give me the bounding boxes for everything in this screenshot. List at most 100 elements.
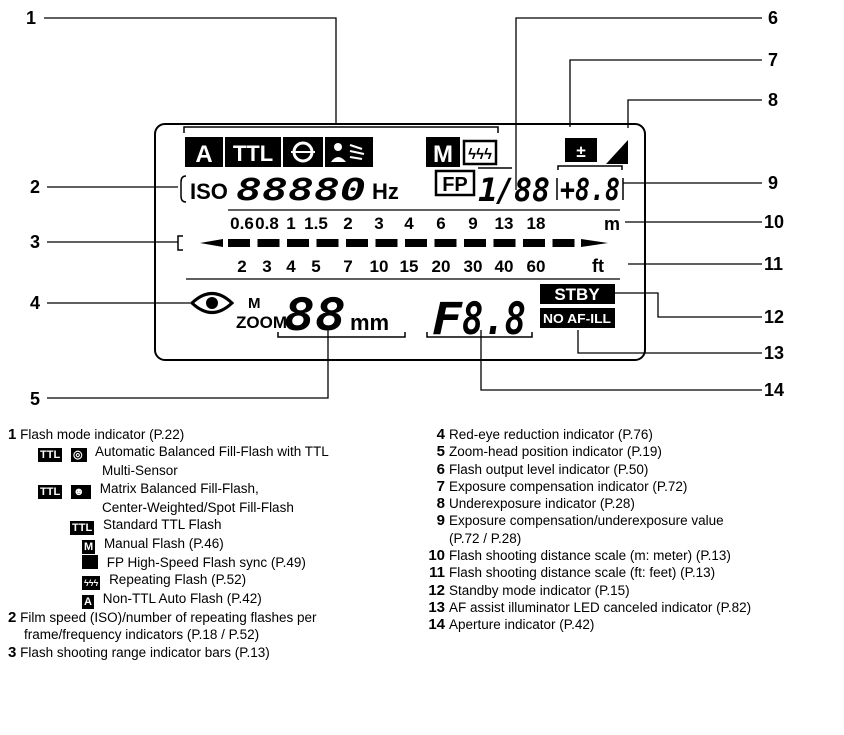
meter-tick: 1.5 — [304, 214, 328, 233]
meter-tick: 0.8 — [255, 214, 279, 233]
meter-tick: 2 — [343, 214, 352, 233]
fp-solid-icon — [82, 554, 98, 569]
iso-label: ISO — [190, 179, 228, 204]
meter-tick: 18 — [527, 214, 546, 233]
range-bar — [464, 239, 486, 247]
legend-text: Aperture indicator (P.42) — [449, 617, 595, 633]
legend-number: 14 — [428, 616, 445, 634]
ttl-mode-icon — [225, 137, 281, 167]
range-bar — [316, 239, 339, 247]
callout-5: 5 — [30, 389, 40, 409]
zoom-label: ZOOM — [236, 313, 287, 332]
auto-icon: A — [82, 595, 94, 610]
legend-text: Exposure compensation/underexposure valu… — [449, 513, 724, 529]
legend-sub-5: M Manual Flash (P.46) — [82, 535, 224, 554]
svg-text:ϟϟϟ: ϟϟϟ — [468, 146, 492, 163]
svg-text:±: ± — [576, 142, 585, 161]
meter-tick: 0.6 — [230, 214, 254, 233]
svg-text:FP: FP — [442, 174, 468, 196]
fp-icon — [434, 169, 476, 197]
svg-text:NO AF-ILL: NO AF-ILL — [543, 311, 611, 326]
feet-unit: ft — [592, 256, 604, 276]
red-eye-icon — [189, 292, 235, 314]
svg-text:M: M — [433, 141, 453, 168]
range-bar — [257, 239, 280, 247]
feet-tick: 4 — [286, 257, 296, 276]
iso-digits: 88880 — [236, 173, 366, 208]
manual-icon: M — [82, 539, 96, 554]
legend-number: 6 — [436, 460, 445, 478]
comp-value: +8.8 — [560, 173, 620, 208]
legend-sub-3: Center-Weighted/Spot Fill-Flash — [102, 499, 294, 515]
range-bar — [493, 239, 516, 247]
callout-3: 3 — [30, 232, 40, 252]
legend-text: Standby mode indicator (P.15) — [449, 582, 630, 598]
legend-sub-6: FP High-Speed Flash sync (P.49) — [8, 554, 418, 571]
hz-label: Hz — [372, 179, 399, 204]
legend-text: Zoom-head position indicator (P.19) — [449, 444, 662, 460]
meter-tick: 9 — [468, 214, 477, 233]
feet-tick: 15 — [400, 257, 419, 276]
repeating-icon — [462, 139, 498, 166]
legend-text: Underexposure indicator (P.28) — [449, 496, 635, 512]
feet-tick: 10 — [370, 257, 389, 276]
legend-number: 5 — [436, 443, 445, 461]
range-bar — [523, 239, 545, 247]
callout-6: 6 — [768, 8, 778, 28]
matrix-icon: ☻ — [70, 484, 91, 499]
meter-tick: 3 — [374, 214, 383, 233]
legend-number: 12 — [428, 581, 445, 599]
legend-number: 8 — [436, 495, 445, 513]
callout-10: 10 — [764, 212, 784, 232]
range-left-arrow — [200, 239, 223, 247]
repeating-flash-icon: ϟϟϟ — [82, 576, 101, 591]
range-bar — [375, 239, 398, 247]
legend-number: 4 — [436, 426, 445, 443]
legend-text: AF assist illuminator LED canceled indic… — [449, 599, 752, 615]
legend-text: Flash shooting distance scale (m: meter)… — [449, 548, 731, 564]
ttl-sensor-icon: TTL — [38, 448, 63, 463]
callout-9: 9 — [768, 173, 778, 193]
legend-item-2-cont: frame/frequency indicators (P.18 / P.52) — [24, 627, 260, 643]
legend-number: 7 — [436, 477, 445, 495]
legend-left: 1 Flash mode indicator (P.22) TTL ◎ Auto… — [8, 426, 418, 661]
legend-item-3: 3 Flash shooting range indicator bars (P… — [8, 643, 270, 661]
meter-tick: 6 — [436, 214, 445, 233]
legend-sub-8: A Non-TTL Auto Flash (P.42) — [82, 591, 262, 610]
feet-tick: 5 — [311, 257, 320, 276]
legend-number: 10 — [428, 547, 445, 565]
range-bar — [405, 239, 427, 247]
flash-level-value: /88 — [496, 171, 550, 209]
zoom-digits: 88 — [284, 290, 346, 341]
meter-tick: 4 — [404, 214, 414, 233]
mm-label: mm — [350, 310, 389, 335]
standby-indicator — [540, 284, 615, 304]
callout-14: 14 — [764, 380, 784, 400]
legend-text: Flash output level indicator (P.50) — [449, 461, 649, 477]
svg-text:A: A — [195, 141, 212, 168]
manual-mode-icon — [426, 137, 460, 167]
legend-sub-0: TTL ◎ Automatic Balanced Fill-Flash with… — [38, 444, 329, 463]
legend-sub-1: Multi-Sensor — [102, 463, 178, 479]
legend-sub-2: TTL ☻ Matrix Balanced Fill-Flash, — [38, 480, 259, 499]
meter-unit: m — [604, 214, 620, 234]
range-bar — [228, 239, 250, 247]
leader-lines — [44, 17, 762, 399]
callout-13: 13 — [764, 343, 784, 363]
feet-tick: 30 — [464, 257, 483, 276]
callout-12: 12 — [764, 307, 784, 327]
balanced-sensor-icon — [283, 137, 323, 167]
ttl-icon: TTL — [70, 520, 95, 535]
feet-tick: 40 — [495, 257, 514, 276]
ttl-matrix-icon: TTL — [38, 484, 63, 499]
callout-2: 2 — [30, 177, 40, 197]
exposure-comp-icon: ± — [565, 138, 597, 162]
feet-tick: 60 — [527, 257, 546, 276]
callout-1: 1 — [26, 8, 36, 28]
